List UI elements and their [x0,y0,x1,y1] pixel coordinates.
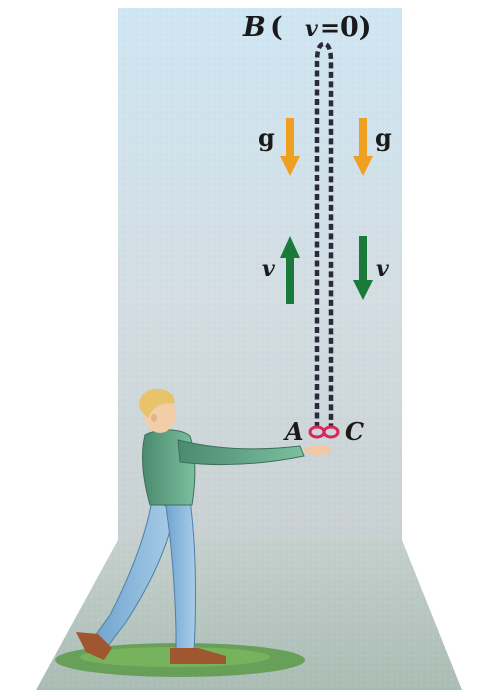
arm [177,439,305,465]
ball-c [322,425,340,439]
label-b-paren-open: ( [270,12,283,43]
trajectory [314,41,334,428]
ear [151,414,157,422]
ball-markers [308,425,340,439]
velocity-arrow-down [353,236,373,300]
velocity-arrow-up [280,236,300,304]
label-b: B [242,12,266,43]
label-b-val: 0) [340,12,372,43]
gravity-arrow-right [353,118,373,176]
label-b-eq: = [320,13,340,42]
label-g-right: g [375,123,392,152]
label-a: A [283,417,304,446]
back-shoe [76,632,112,660]
torso [142,429,196,506]
hair [139,388,175,418]
label-v-left: v [262,256,275,282]
person-throwing-ball-icon [76,388,332,664]
hand [304,445,332,455]
gravity-arrow-left [280,118,300,176]
label-c: C [345,417,364,446]
front-shoe [170,648,226,664]
label-v-right: v [376,256,389,282]
trajectory-path [314,41,334,428]
label-g-left: g [258,123,275,152]
background [36,8,462,690]
label-b-var: v [305,16,318,42]
